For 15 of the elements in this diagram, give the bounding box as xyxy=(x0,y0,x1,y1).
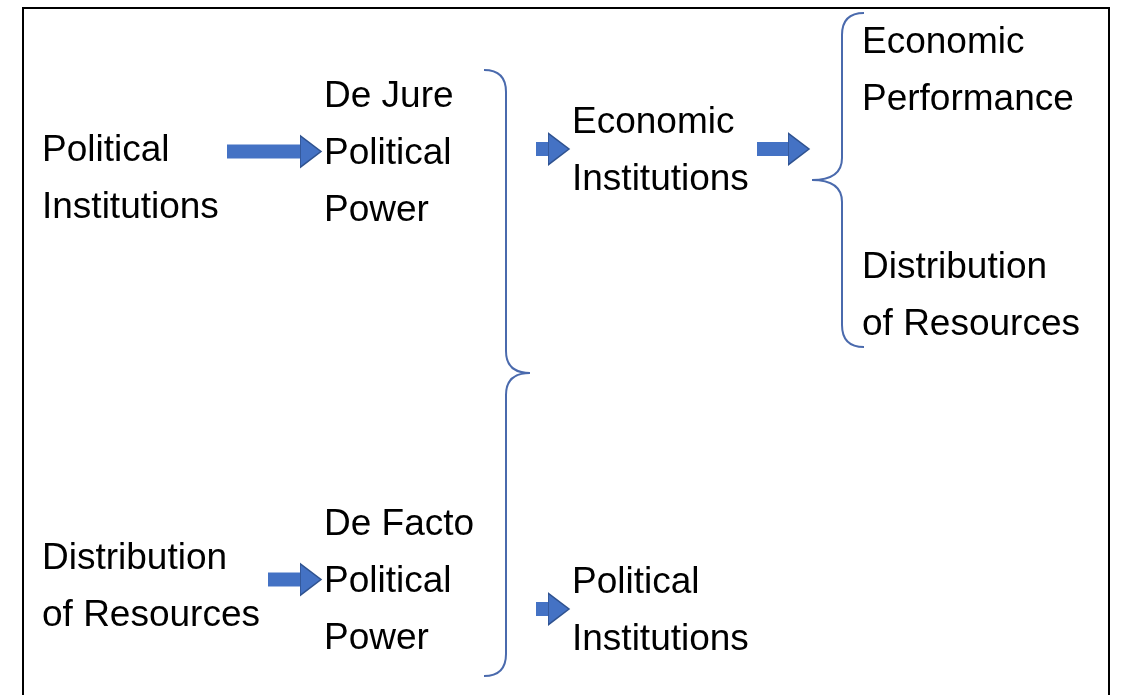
concept-label: Distribution of Resources xyxy=(862,237,1082,351)
block-arrow xyxy=(268,562,322,597)
curly-bracket xyxy=(484,69,530,677)
block-arrow xyxy=(757,132,810,166)
block-arrow xyxy=(536,132,570,166)
concept-label: Political Institutions xyxy=(42,120,221,234)
curly-bracket xyxy=(812,12,864,348)
concept-label: De Facto Political Power xyxy=(324,494,477,665)
concept-label: Economic Institutions xyxy=(572,92,751,206)
concept-label: De Jure Political Power xyxy=(324,66,456,237)
concept-label: Economic Performance xyxy=(862,12,1076,126)
block-arrow xyxy=(227,134,322,169)
block-arrow xyxy=(536,592,570,626)
concept-label: Political Institutions xyxy=(572,552,751,666)
concept-label: Distribution of Resources xyxy=(42,528,262,642)
